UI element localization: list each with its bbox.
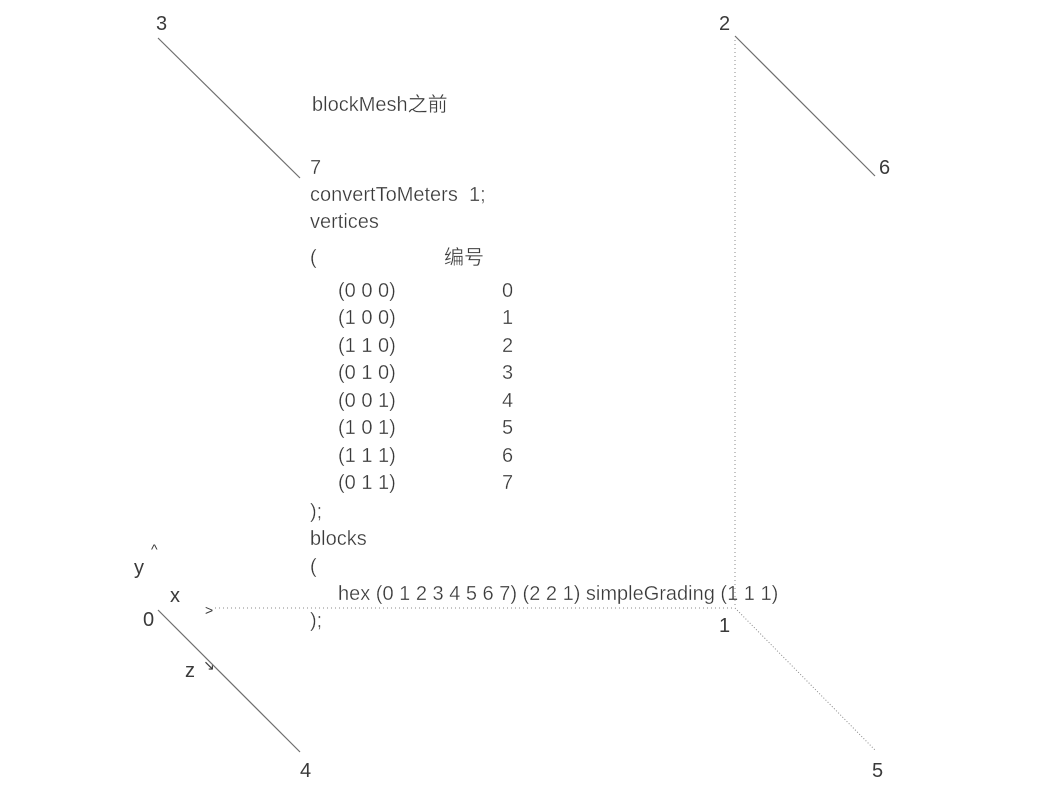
vertices-close: ); [310,501,323,523]
z-axis-label: z [185,660,195,682]
corner-label-3: 3 [156,13,168,35]
corner-label-5: 5 [872,760,884,782]
hex-line: hex (0 1 2 3 4 5 6 7) (2 2 1) simpleGrad… [338,583,779,605]
vertex-coord: (1 0 1) [338,417,396,439]
corner-label-1: 1 [719,615,731,637]
blocks-close: ); [310,610,323,632]
convert-line: convertToMeters 1; [310,184,486,206]
y-axis-arrow: ^ [151,541,158,557]
y-axis-label: y [134,557,144,579]
corner-label-2: 2 [719,13,731,35]
corner-label-0: 0 [143,609,155,631]
blocks-open-paren: ( [310,556,317,578]
vertex-index: 6 [502,445,514,467]
page-title: blockMesh之前 [312,94,448,116]
edge-1-5-dotted [734,607,876,751]
vertex-coord: (0 0 1) [338,390,396,412]
x-axis-label: x [170,585,180,607]
vertex-index: 3 [502,362,514,384]
blocks-keyword: blocks [310,528,367,550]
z-axis-arrow: ↘ [203,657,215,673]
vertex-index: 4 [502,390,514,412]
index-header: 编号 [444,247,484,269]
corner-label-4: 4 [300,760,312,782]
x-axis-arrow: > [205,602,214,618]
vertex-index: 2 [502,335,514,357]
vertex-coord: (1 0 0) [338,307,396,329]
vertex-coord: (0 1 0) [338,362,396,384]
vertex-index: 0 [502,280,514,302]
corner-label-6: 6 [879,157,891,179]
vertex-coord: (1 1 1) [338,445,396,467]
vertex-label-7: 7 [310,157,322,179]
vertices-open-paren: ( [310,247,317,269]
edge-3-7 [157,37,301,179]
vertex-index: 7 [502,472,514,494]
vertex-coord: (0 0 0) [338,280,396,302]
vertices-keyword: vertices [310,211,379,233]
edge-0-4 [157,609,301,753]
vertex-coord: (1 1 0) [338,335,396,357]
vertex-coord: (0 1 1) [338,472,396,494]
edge-2-6 [734,35,876,177]
vertex-index: 1 [502,307,514,329]
vertex-index: 5 [502,417,514,439]
